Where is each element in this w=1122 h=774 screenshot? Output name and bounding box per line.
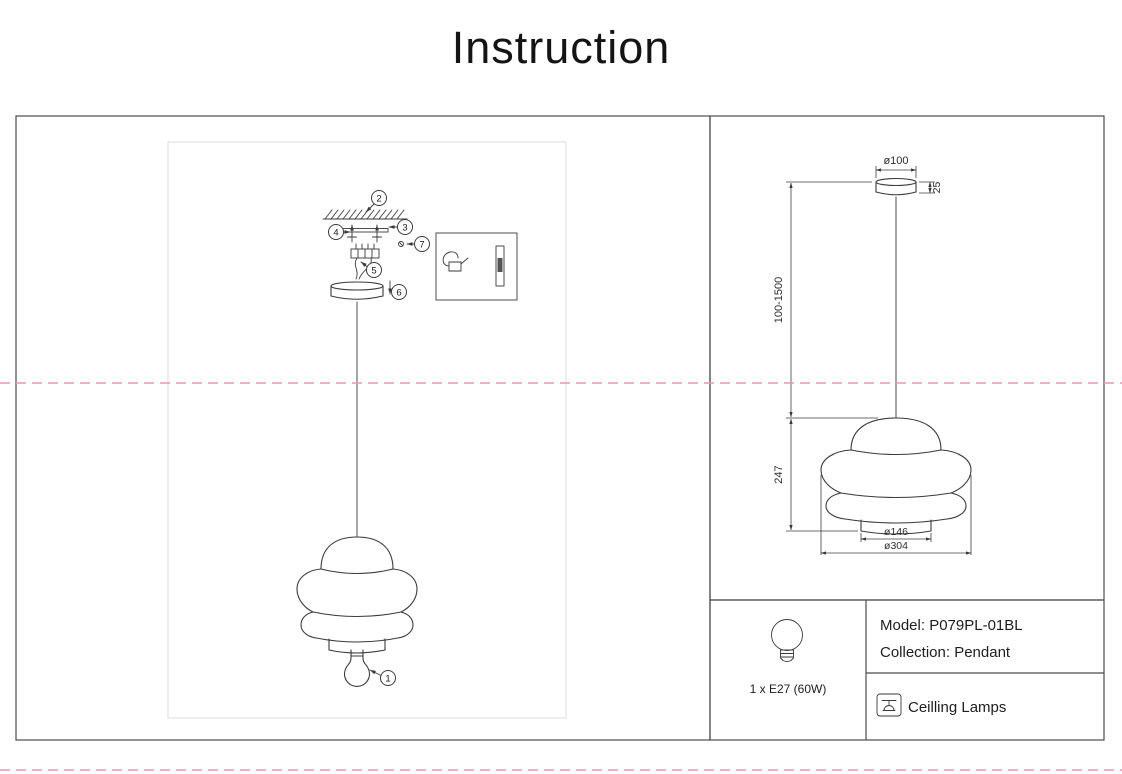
inset-wire-sketch	[442, 251, 469, 272]
pendant-shade-drawing	[296, 536, 418, 654]
bulb-icon-glass	[771, 619, 803, 651]
canopy-height-label: 25	[931, 182, 943, 194]
callout-7-circle	[414, 236, 430, 252]
terminal-dividers	[357, 248, 373, 259]
model-label: Model: P079PL-01BL	[880, 617, 1023, 634]
callout-7-number: 7	[419, 239, 424, 250]
bulb-icon	[771, 619, 803, 662]
ceiling-lamp-icon-frame	[876, 693, 902, 717]
callout-3-circle	[397, 219, 413, 235]
callout-1-leader	[369, 669, 382, 676]
callout-5-number: 5	[371, 265, 376, 276]
assembly-panel-frame	[15, 115, 711, 741]
callout-5-leader	[360, 261, 368, 267]
callout-2-circle	[371, 190, 387, 206]
callout-3: 3	[397, 219, 413, 235]
callout-3-number: 3	[402, 222, 407, 233]
callout-4-number: 4	[333, 227, 338, 238]
collection-label: Collection: Pendant	[880, 644, 1011, 661]
shade-diameter-extensions	[820, 475, 972, 555]
page-title: Instruction	[451, 22, 671, 73]
small-screw-slot	[398, 241, 404, 247]
inset-cable-sleeve	[497, 258, 503, 272]
callout-5: 5	[366, 262, 382, 278]
ceiling-hatch	[324, 209, 405, 220]
callout-5-circle	[366, 262, 382, 278]
callout-6-circle	[391, 284, 407, 300]
bulb-icon-base	[780, 649, 794, 662]
assembly-inner-frame	[167, 141, 567, 719]
canopy-body	[330, 285, 384, 300]
dim-canopy-body	[875, 181, 917, 196]
suspension-extensions	[786, 181, 878, 419]
dim-pendant-shade	[820, 417, 972, 535]
assembly-drawing: 2 3 4 7 5 6 1	[296, 190, 518, 687]
spec-panel-frame	[709, 599, 1105, 741]
callout-4: 4	[328, 224, 344, 240]
callout-6-number: 6	[396, 287, 401, 298]
inset-frame	[435, 232, 518, 301]
callout-4-circle	[328, 224, 344, 240]
shade-diameter-label: ø304	[884, 540, 908, 552]
callout-7: 7	[414, 236, 430, 252]
canopy-height-extensions	[919, 181, 935, 194]
bulb-spec-label: 1 x E27 (60W)	[749, 682, 827, 696]
ceiling-lamp-icon-glyph	[881, 700, 897, 711]
dimension-drawing: ø100 25 100-1500 247 ø146 ø304	[773, 155, 972, 555]
canopy-diameter-extensions	[875, 166, 917, 178]
canopy-top	[330, 281, 384, 291]
ceiling-lamp-icon	[876, 693, 902, 717]
suspension-range-label: 100-1500	[773, 277, 785, 324]
callout-1: 1	[380, 670, 396, 686]
callout-1-number: 1	[385, 673, 390, 684]
small-screw	[398, 241, 404, 247]
dim-canopy-top	[875, 177, 917, 187]
callout-2-number: 2	[376, 193, 381, 204]
wiring-detail-inset	[435, 232, 518, 301]
shade-height-label: 247	[773, 465, 785, 483]
bulb-drawing	[343, 649, 371, 687]
callout-2-leader	[365, 203, 375, 213]
callout-1-circle	[380, 670, 396, 686]
inset-cable-sketch	[495, 245, 505, 287]
callout-2: 2	[371, 190, 387, 206]
callout-6: 6	[391, 284, 407, 300]
canopy-diameter-label: ø100	[883, 155, 908, 167]
bottom-diameter-label: ø146	[884, 526, 908, 538]
category-label: Ceilling Lamps	[908, 699, 1007, 716]
wire-stubs	[355, 243, 375, 250]
